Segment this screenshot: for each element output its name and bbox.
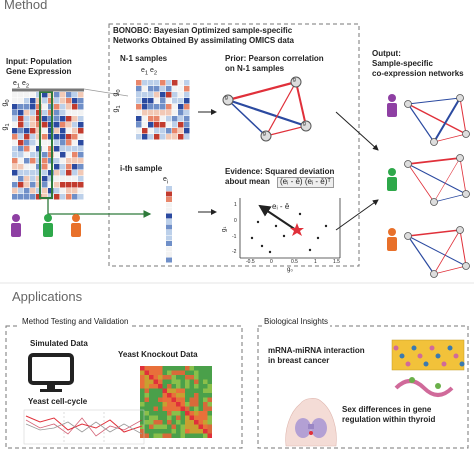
arrow-input-to-n1 — [83, 88, 129, 97]
y-tick-3: -1 — [232, 234, 237, 240]
prior-node-label-1: g — [225, 95, 228, 101]
applications-heading: Applications — [12, 289, 83, 304]
evidence-line2: about mean — [225, 177, 270, 186]
arrow-input-to-ith — [47, 198, 152, 218]
bio-box — [257, 325, 469, 449]
input-sample-label-1: e1 — [13, 80, 21, 90]
prior-line1: Prior: Pearson correlation — [225, 54, 324, 63]
output-network-purple — [404, 94, 470, 146]
x-tick-2: 0 — [270, 259, 273, 265]
input-title-line2: Gene Expression — [6, 67, 72, 76]
bonobo-title-line2: Networks Obtained By assimilating OMICS … — [113, 36, 294, 45]
ith-sample-label: ei — [163, 176, 169, 186]
output-line3: co-expression networks — [372, 69, 464, 78]
n1-sample-label-2: e2 — [150, 67, 158, 77]
prior-node-label-2: g — [293, 77, 296, 83]
yeast-knockout-label: Yeast Knockout Data — [118, 350, 198, 359]
ith-sample-column — [166, 186, 172, 263]
bio-title: Biological Insights — [262, 317, 331, 327]
method-heading: Method — [4, 0, 48, 12]
breast-tissue-illustration — [391, 339, 465, 397]
n1-sample-label-1: e1 — [141, 67, 149, 77]
person-icon-input-purple — [11, 214, 21, 237]
evidence-line1: Evidence: Squared deviation — [225, 167, 335, 176]
evidence-formula: (eᵢ - ē) (eᵢ - ē)ᵀ — [277, 177, 334, 188]
x-axis-label: g₀ — [287, 267, 293, 273]
n1-gene-label-0: g0 — [112, 89, 123, 97]
simulated-data-label: Simulated Data — [30, 339, 88, 348]
ith-label: i-th sample — [120, 164, 163, 173]
prior-line2: on N-1 samples — [225, 64, 285, 73]
prior-network — [222, 76, 312, 142]
prior-node-label-4: g — [263, 131, 266, 137]
sex-line2: regulation within thyroid — [342, 415, 436, 424]
person-icon-input-green — [43, 214, 53, 237]
output-line1: Output: — [372, 49, 401, 58]
output-line2: Sample-specific — [372, 59, 433, 68]
person-icon-purple — [387, 94, 397, 117]
y-tick-4: -2 — [232, 249, 237, 255]
person-icon-orange — [387, 228, 397, 251]
deviation-arrow-label: eᵢ - ē — [272, 202, 290, 211]
bonobo-box — [108, 23, 360, 267]
x-tick-4: 1 — [314, 259, 317, 265]
input-highlight-column — [39, 91, 53, 199]
input-heatmap — [12, 92, 84, 200]
bonobo-title-line1: BONOBO: Bayesian Optimized sample-specif… — [113, 26, 293, 35]
arrow-evidence-to-output — [335, 199, 379, 231]
mirna-line1: mRNA-miRNA interaction — [268, 346, 365, 355]
monitor-icon — [28, 353, 74, 392]
output-network-orange — [404, 226, 470, 278]
sex-line1: Sex differences in gene — [342, 405, 432, 414]
arrow-prior-to-output — [335, 111, 379, 151]
person-icon-green — [387, 168, 397, 191]
input-gene-label-0: g0 — [1, 99, 12, 107]
x-tick-5: 1.5 — [333, 259, 340, 265]
y-axis-label: g₁ — [221, 226, 228, 232]
n1-label: N-1 samples — [120, 54, 168, 63]
prior-node-label-3: g — [303, 121, 306, 127]
input-title-line1: Input: Population — [6, 57, 72, 66]
x-tick-1: -0.5 — [246, 259, 255, 265]
yeast-knockout-heatmap — [140, 366, 212, 438]
n1-heatmap — [136, 80, 190, 140]
n1-gene-label-1: g1 — [112, 105, 123, 113]
cell-cycle-plot — [23, 409, 145, 445]
evidence-scatter — [239, 198, 341, 259]
testing-box — [5, 325, 243, 449]
thyroid-illustration — [285, 398, 337, 447]
input-gene-label-1: g1 — [1, 123, 12, 131]
x-tick-3: 0.5 — [291, 259, 298, 265]
cell-cycle-label: Yeast cell-cycle — [28, 397, 88, 406]
mirna-line2: in breast cancer — [268, 356, 330, 365]
person-icon-input-orange — [71, 214, 81, 237]
deviation-arrow — [258, 204, 297, 231]
testing-title: Method Testing and Validation — [20, 317, 131, 327]
y-tick-2: 0 — [234, 218, 237, 224]
input-sample-label-2: e2 — [22, 80, 30, 90]
output-network-green — [404, 154, 470, 206]
y-tick-1: 1 — [234, 202, 237, 208]
mean-star — [290, 223, 304, 236]
